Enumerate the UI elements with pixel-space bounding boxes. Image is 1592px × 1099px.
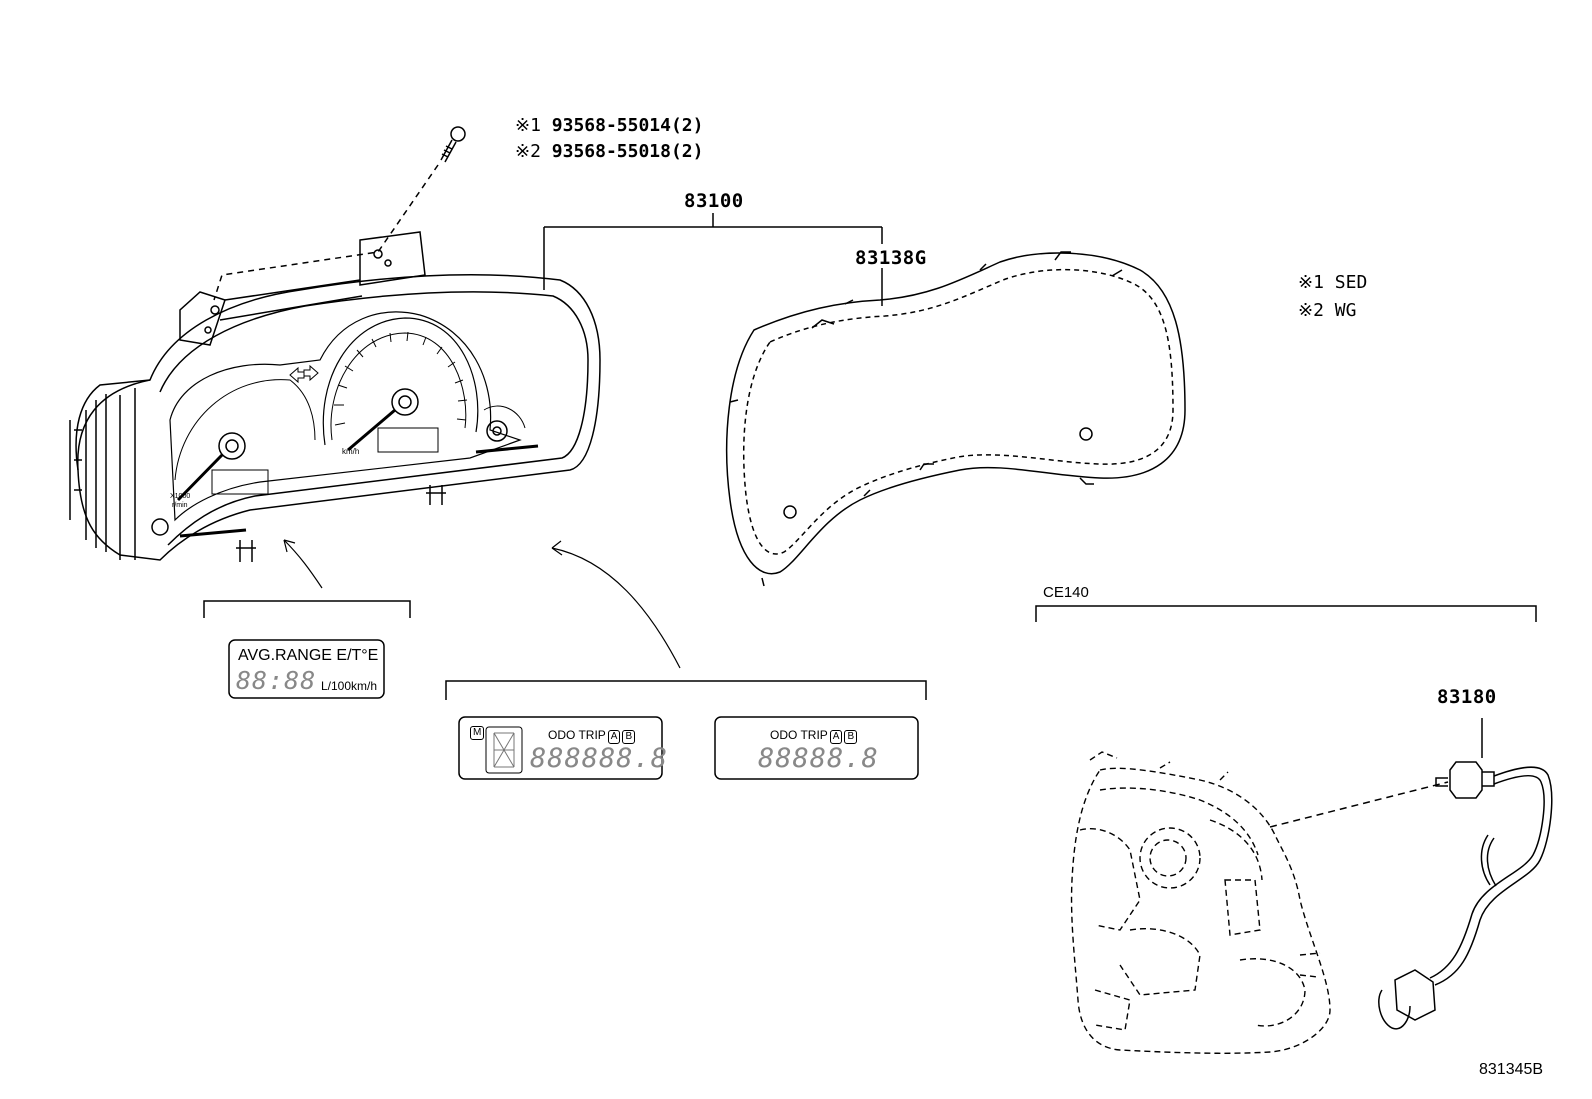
avg-display-unit: L/100km/h — [321, 679, 378, 693]
odo-trip-display — [714, 716, 919, 780]
part-label-83180: 83180 — [1437, 686, 1497, 708]
bracket-avg-display — [203, 600, 411, 618]
odo-m-a: A — [607, 730, 621, 744]
screw-note-2: ※2 93568-55018(2) — [515, 143, 703, 161]
sensor-illustration — [1378, 718, 1553, 1030]
odo-m-header-text: ODO TRIP — [548, 728, 606, 742]
group-label-ce140: CE140 — [1043, 584, 1089, 601]
screw-note-2-mark: ※2 — [515, 141, 541, 162]
odo-trip-display-m — [458, 716, 663, 780]
sensor-leader — [1269, 781, 1449, 828]
screw-leader — [213, 164, 439, 301]
legend-1-text: SED — [1334, 272, 1368, 293]
diagram-id: 831345B — [1479, 1061, 1544, 1078]
odo-m-digits: 888888.8 — [530, 743, 669, 774]
glass-illustration — [725, 251, 1186, 587]
combination-meter-illustration — [69, 231, 601, 562]
odo-m-indicator: M — [468, 723, 485, 740]
screw-note-1-mark: ※1 — [515, 115, 541, 136]
part-label-83100: 83100 — [684, 190, 744, 212]
tach-unit-1: X1000 — [170, 493, 191, 500]
legend-1: ※1 SED — [1298, 274, 1367, 292]
avg-range-display — [228, 639, 385, 699]
odo-digits: 88888.8 — [758, 743, 879, 774]
odo-m-label: M — [470, 726, 485, 740]
bracket-odo-displays — [445, 680, 927, 700]
legend-2-text: WG — [1334, 300, 1357, 321]
screw-note-1-part: 93568-55014(2) — [551, 115, 704, 136]
speed-unit: km/h — [342, 447, 360, 456]
part-label-83138g: 83138G — [855, 247, 927, 269]
bracket-83100 — [543, 213, 883, 306]
odo-b: B — [844, 730, 858, 744]
avg-display-digits: 88:88 — [236, 666, 317, 695]
tach-unit-2: r/min — [172, 502, 188, 509]
avg-display-header: AVG.RANGE E/T°E — [238, 647, 379, 664]
arrow-left-display — [283, 539, 323, 589]
legend-2: ※2 WG — [1298, 302, 1356, 320]
screw-note-1: ※1 93568-55014(2) — [515, 117, 703, 135]
transmission-illustration — [1070, 751, 1331, 1054]
odo-m-b: B — [622, 730, 636, 744]
legend-2-mark: ※2 — [1298, 300, 1324, 321]
odo-header-text: ODO TRIP — [770, 728, 828, 742]
bracket-ce140 — [1035, 605, 1537, 622]
arrow-center-display — [551, 547, 681, 669]
m-segment-icon — [485, 726, 523, 774]
screw-note-2-part: 93568-55018(2) — [551, 141, 704, 162]
odo-a: A — [829, 730, 843, 744]
screw-icon — [440, 126, 466, 163]
legend-1-mark: ※1 — [1298, 272, 1324, 293]
